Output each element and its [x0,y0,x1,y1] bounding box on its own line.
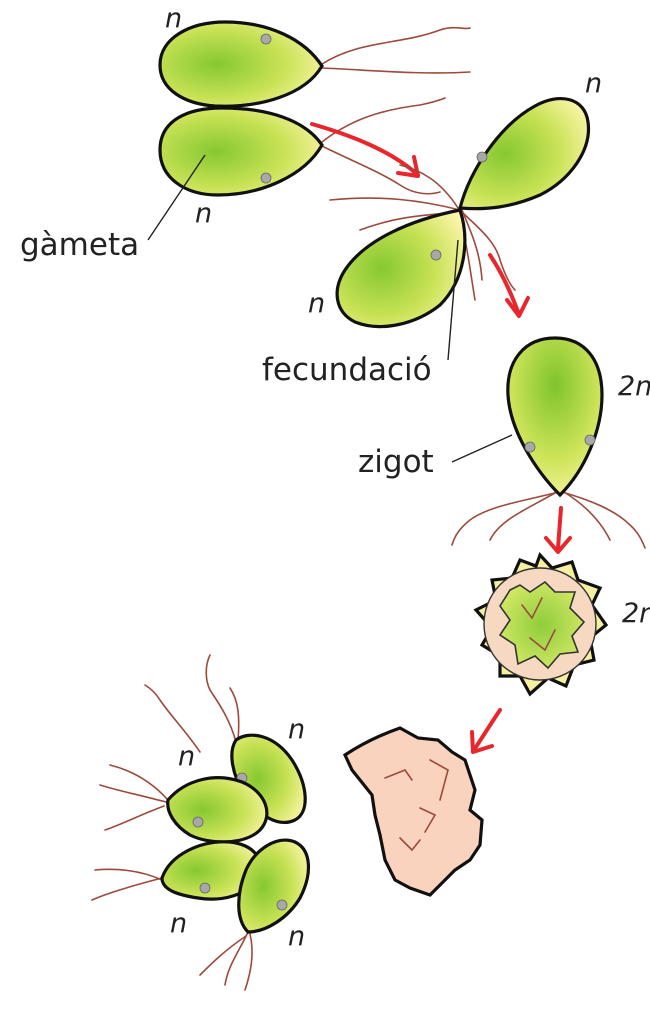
ploidy-label-n: n [288,921,305,952]
zygote: 2n [452,338,650,548]
ploidy-label-n: n [178,741,195,772]
ploidy-label-2n: 2n [622,598,650,629]
zygote-leader-line [452,435,512,462]
ploidy-label-n: n [165,3,182,34]
cycle-arrow-4 [472,710,500,752]
ploidy-label-n: n [195,198,212,229]
gamete-nucleus [261,34,271,44]
gamete-cell-left [337,210,465,327]
released-wall [345,728,482,895]
gamete-nucleus [477,152,487,162]
gamete-nucleus [261,173,271,183]
ploidy-label-n: n [585,68,602,99]
gamete-pair-top: n n [160,3,470,229]
zygote-nucleus [585,435,595,445]
flagella-top-pair [322,28,470,194]
cycle-arrow-3 [546,508,570,552]
zygote-cell [508,338,602,495]
zygospore-cyst: 2n [476,555,650,694]
gamete-nucleus [277,900,287,910]
gamete-cell-lower [160,108,322,195]
gamete-nucleus [200,883,210,893]
cycle-arrow-1 [312,124,418,176]
zygote-nucleus [525,442,535,452]
released-wall-fragment [345,728,482,895]
new-gametes: n n n n [92,655,308,990]
fusing-gametes: n n [308,68,602,327]
gamete-cell-upper [160,22,322,106]
new-gamete-cell [168,778,267,842]
ploidy-label-n: n [308,288,325,319]
gamete-nucleus [193,817,203,827]
gamete-nucleus [431,250,441,260]
zygote-label: zigot [358,444,434,480]
ploidy-label-n: n [170,908,187,939]
fertilization-label: fecundació [262,352,432,388]
ploidy-label-2n: 2n [618,371,650,402]
gamete-label: gàmeta [20,227,139,263]
ploidy-label-n: n [288,714,305,745]
cycle-arrow-2 [490,255,528,316]
